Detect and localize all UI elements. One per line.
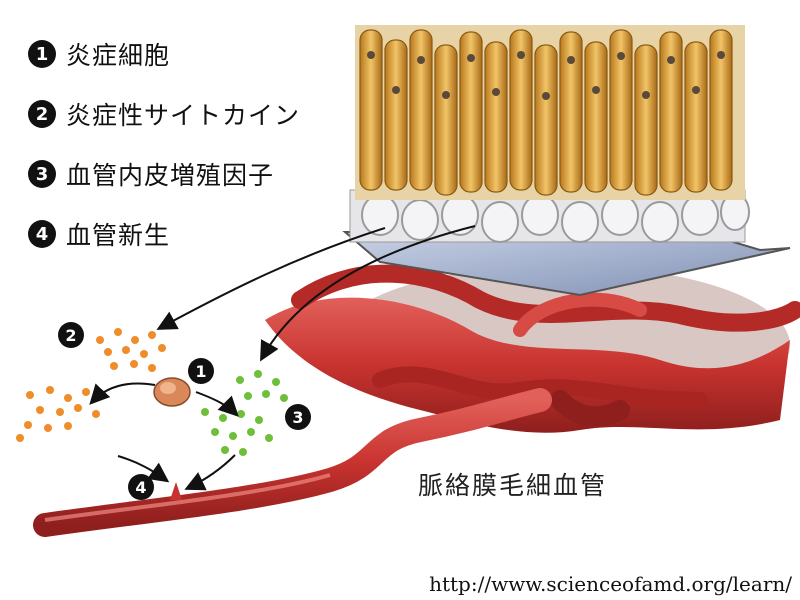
inflammatory-cell xyxy=(153,377,191,407)
legend-item-inflammatory-cell: 1 炎症細胞 xyxy=(28,36,170,72)
legend-number-3: 3 xyxy=(28,160,56,188)
legend-item-angiogenesis: 4 血管新生 xyxy=(28,216,170,252)
marker-3: 3 xyxy=(285,404,311,430)
legend-number-2: 2 xyxy=(28,100,56,128)
source-url: http://www.scienceofamd.org/learn/ xyxy=(429,572,792,596)
process-arrows xyxy=(89,225,476,491)
legend-number-4: 4 xyxy=(28,220,56,248)
photoreceptor-array xyxy=(355,25,745,200)
cytokine-particles xyxy=(16,328,166,442)
legend-item-cytokine: 2 炎症性サイトカイン xyxy=(28,96,300,132)
choriocapillaris-label: 脈絡膜毛細血管 xyxy=(418,471,608,500)
choriocapillaris-network xyxy=(265,264,800,433)
legend-number-1: 1 xyxy=(28,40,56,68)
choroidal-vessel xyxy=(33,388,552,537)
marker-2: 2 xyxy=(58,322,84,348)
legend-label: 血管新生 xyxy=(66,221,171,250)
marker-1: 1 xyxy=(188,358,214,384)
legend-label: 炎症細胞 xyxy=(66,41,171,70)
legend-item-vegf: 3 血管内皮増殖因子 xyxy=(28,156,274,192)
legend-label: 炎症性サイトカイン xyxy=(66,101,301,130)
vessel-sprout xyxy=(170,482,182,500)
vegf-particles xyxy=(201,370,288,456)
marker-4: 4 xyxy=(128,474,154,500)
legend-label: 血管内皮増殖因子 xyxy=(66,161,275,190)
